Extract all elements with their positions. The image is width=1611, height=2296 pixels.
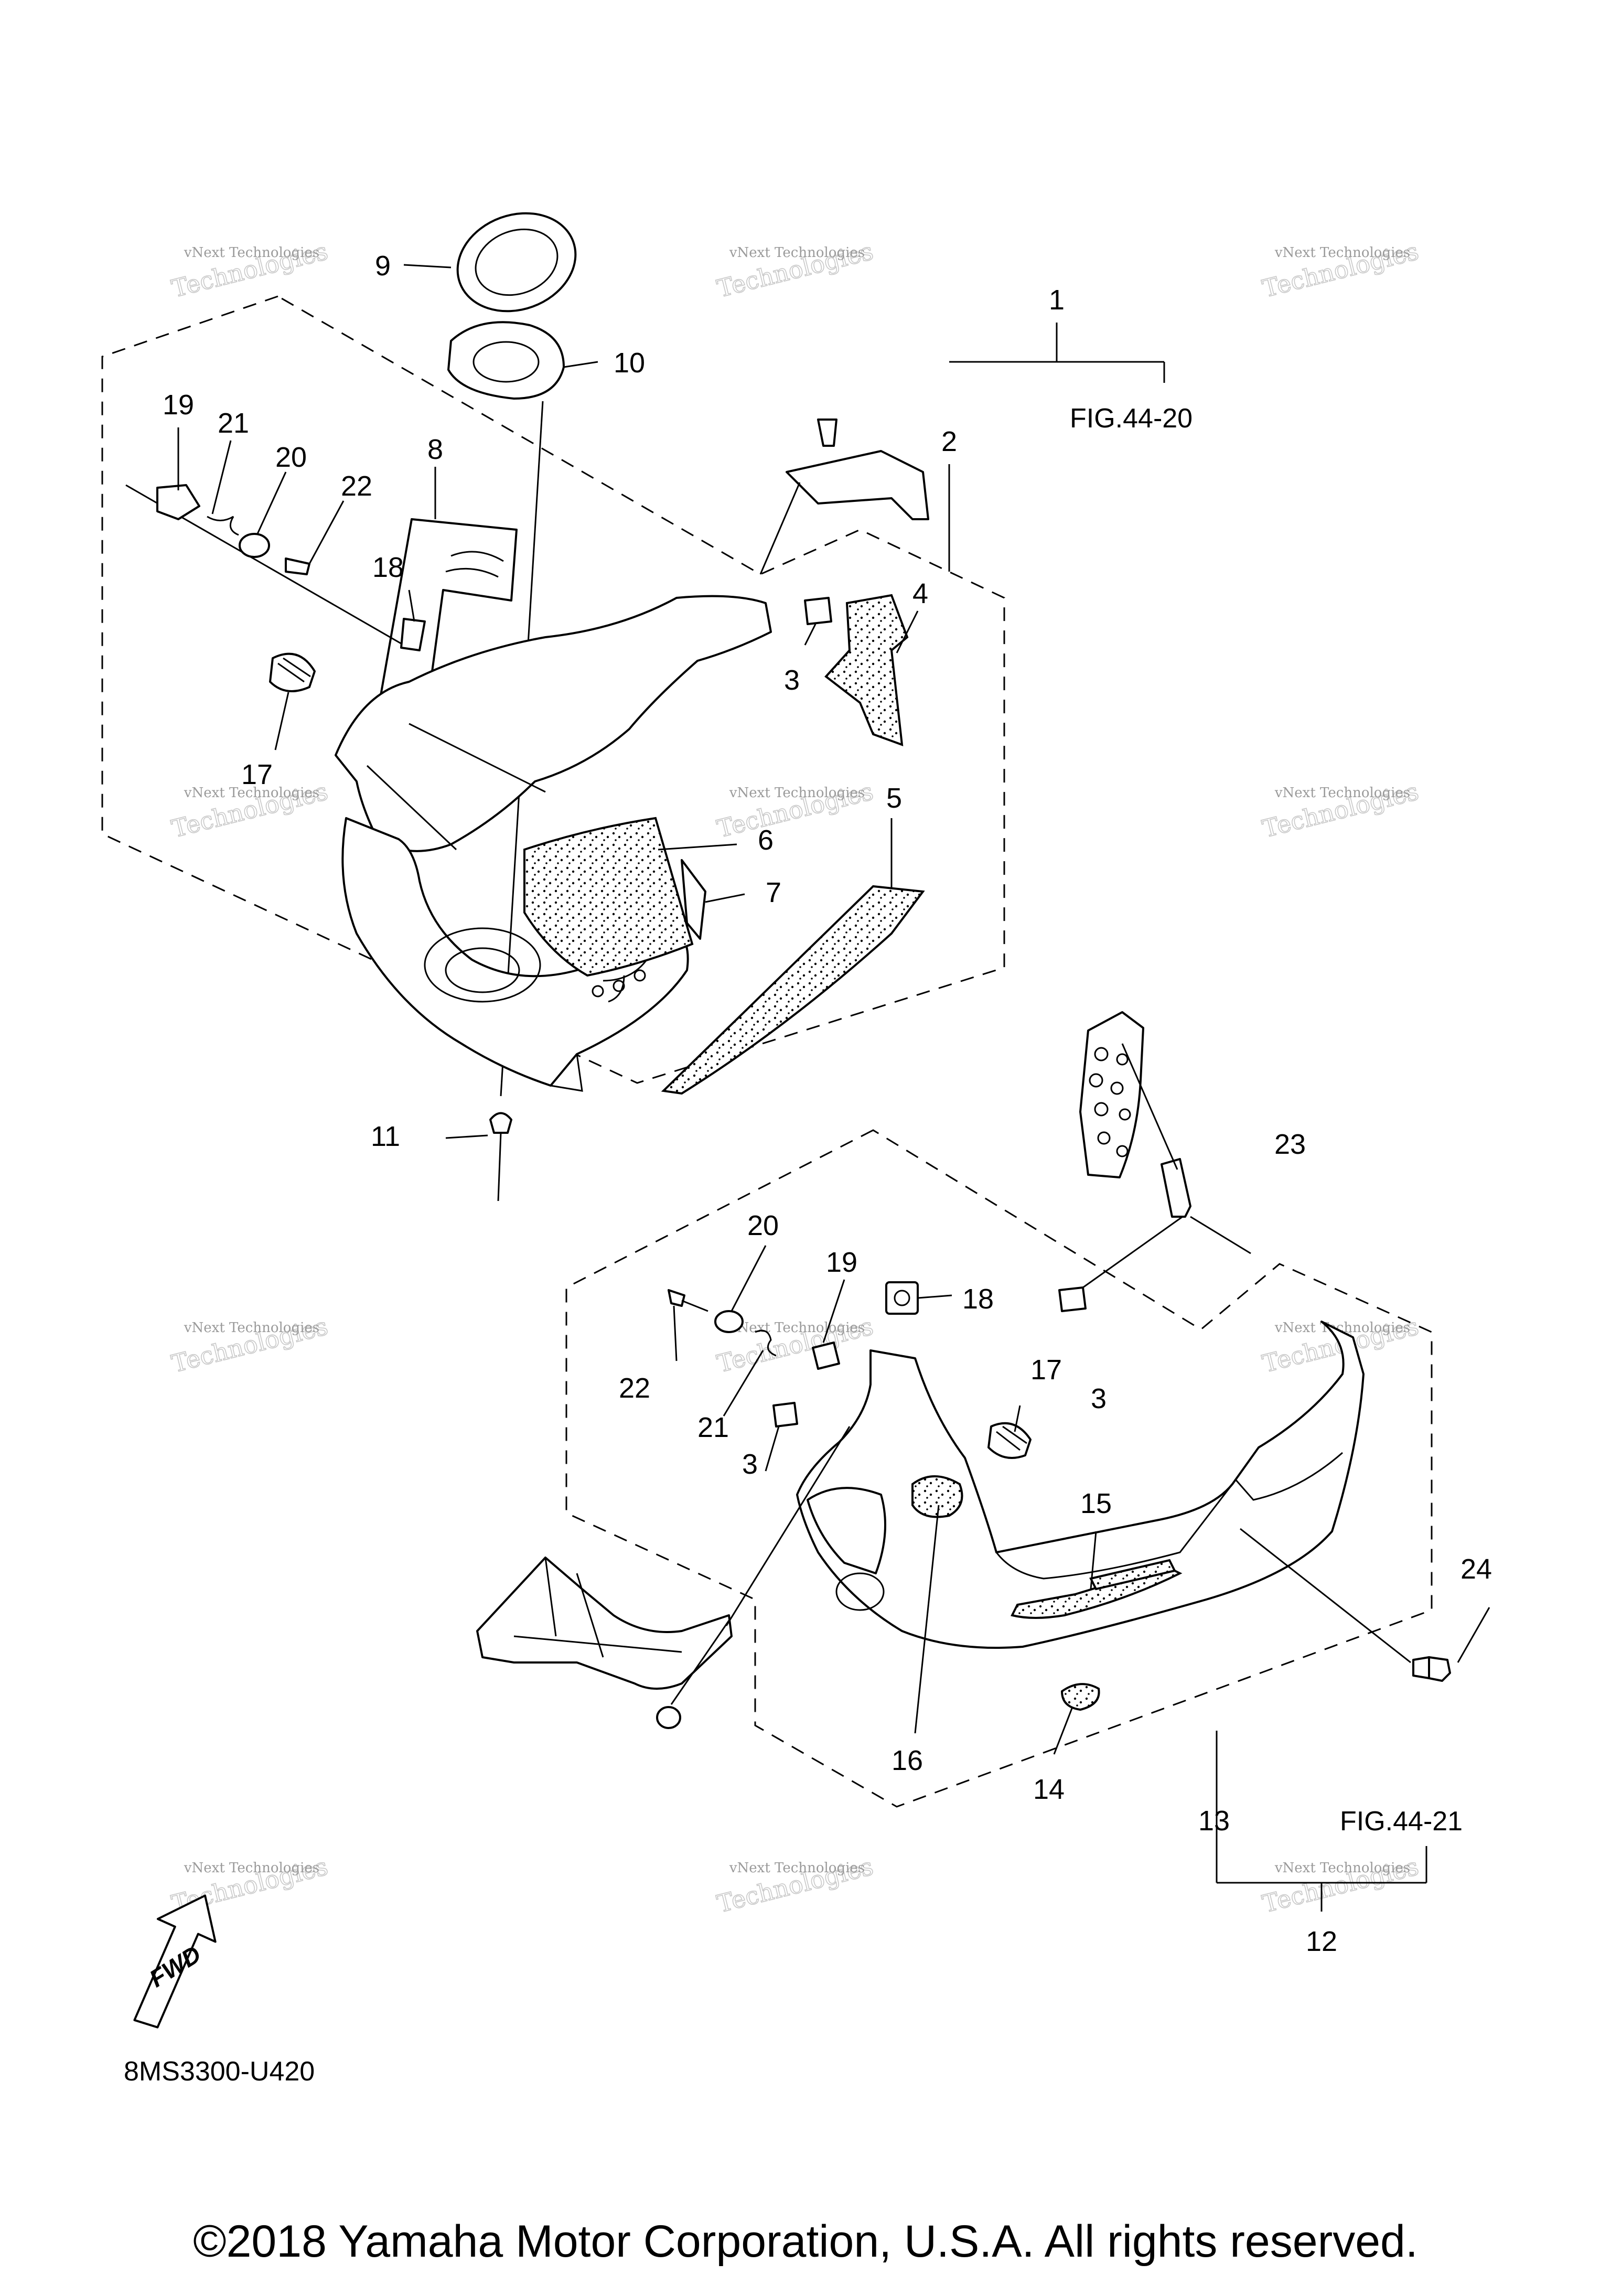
pad-7 [681,859,706,940]
callout-17[interactable]: 17 [241,759,273,790]
callout-3[interactable]: 3 [784,664,800,696]
rivet-11 [489,1112,512,1201]
bracket-2 [759,419,929,575]
leaders-lower [673,1245,1490,1912]
clip-3-upper [804,597,832,625]
callout-2[interactable]: 2 [941,426,957,457]
callout-16[interactable]: 16 [892,1745,923,1776]
callout-9[interactable]: 9 [375,250,391,282]
gasket-ring-9 [456,212,577,313]
callout-10[interactable]: 10 [614,347,645,379]
callout-11[interactable]: 11 [371,1121,400,1152]
callout-18[interactable]: 18 [372,552,404,583]
svg-text:vNext Technologies: vNext Technologies [729,245,865,261]
callout-5[interactable]: 5 [886,782,902,814]
callout-23[interactable]: 23 [1274,1129,1306,1160]
callout-7[interactable]: 7 [766,877,781,908]
fig-reference-lower[interactable]: FIG.44-21 [1340,1806,1463,1837]
callout-3[interactable]: 3 [1091,1383,1107,1414]
foam-pad-16 [911,1475,963,1518]
foam-pad-14 [1060,1683,1100,1711]
svg-text:vNext Technologies: vNext Technologies [729,1320,865,1336]
callout-21[interactable]: 21 [697,1412,729,1443]
cover-plate-10 [447,321,565,400]
upper-assembly [125,212,1165,1201]
callout-19[interactable]: 19 [826,1247,857,1278]
fwd-direction-badge: FWD [133,1894,217,2029]
fastener-set-upper [125,484,404,646]
svg-text:vNext Technologies: vNext Technologies [184,785,319,801]
fig-reference-upper[interactable]: FIG.44-20 [1070,403,1193,434]
svg-text:vNext Technologies: vNext Technologies [1274,245,1410,261]
upper-leg-shield-panel [335,595,772,1092]
svg-text:vNext Technologies: vNext Technologies [184,245,319,261]
fastener-set-lower [668,1289,840,1428]
callout-15[interactable]: 15 [1080,1488,1112,1519]
foam-strip-5 [661,885,925,1095]
callout-17[interactable]: 17 [1030,1354,1062,1386]
screw-24 [1412,1656,1451,1682]
lower-cover-panel [796,1321,1365,1649]
upper-assembly-boundary [101,295,1005,1084]
foam-pad-6 [523,817,694,977]
drawing-code: 8MS3300-U420 [124,2056,315,2087]
svg-text:vNext Technologies: vNext Technologies [184,1860,319,1876]
left-bracket-frame [476,1426,851,1729]
clip-18-upper [400,618,426,651]
callout-3[interactable]: 3 [742,1449,758,1480]
callout-labels: 1234567891011171819202122232019183222117… [163,250,1492,1957]
svg-text:vNext Technologies: vNext Technologies [1274,1860,1410,1876]
svg-text:vNext Technologies: vNext Technologies [729,1860,865,1876]
callout-4[interactable]: 4 [912,578,928,609]
clip-3-lower-right [1058,1286,1087,1312]
callout-19[interactable]: 19 [163,389,194,421]
lower-assembly-boundary [565,1129,1433,1808]
guide-line-24 [1240,1528,1411,1664]
callout-22[interactable]: 22 [619,1372,650,1404]
callout-20[interactable]: 20 [747,1210,779,1241]
svg-text:vNext Technologies: vNext Technologies [1274,785,1410,801]
leader-3c [1082,1216,1183,1289]
callout-21[interactable]: 21 [218,407,249,439]
callout-8[interactable]: 8 [427,434,443,465]
callout-14[interactable]: 14 [1033,1774,1065,1805]
copyright-footer: ©2018 Yamaha Motor Corporation, U.S.A. A… [193,2216,1418,2267]
knob-17-lower [987,1422,1032,1459]
nut-18-lower [885,1281,919,1315]
leader-23-lower [1190,1216,1251,1254]
callout-1[interactable]: 1 [1049,284,1065,316]
svg-text:vNext Technologies: vNext Technologies [184,1320,319,1336]
knob-17-upper [269,652,316,692]
footrest-plate-23 [1079,1011,1191,1218]
callout-18[interactable]: 18 [962,1283,994,1315]
leaders-upper [177,264,1165,1139]
callout-6[interactable]: 6 [758,824,774,856]
foam-pad-15b [1089,1559,1176,1591]
foam-pad-4 [824,594,909,746]
callout-24[interactable]: 24 [1460,1553,1492,1585]
svg-text:vNext Technologies: vNext Technologies [729,785,865,801]
callout-22[interactable]: 22 [341,470,372,502]
callout-12[interactable]: 12 [1306,1926,1337,1957]
callout-13[interactable]: 13 [1198,1805,1230,1837]
lower-assembly [476,1011,1490,1912]
callout-20[interactable]: 20 [275,442,307,473]
